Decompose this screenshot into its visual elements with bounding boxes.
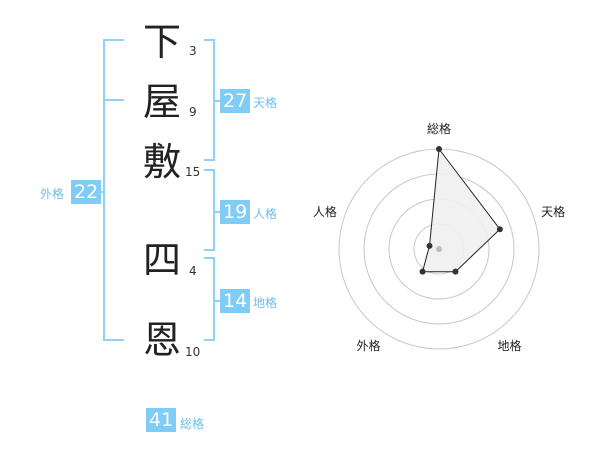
chikaku-bracket [204, 257, 215, 341]
gaikaku-value-badge: 22 [71, 180, 102, 204]
name-char-4: 四 [142, 238, 181, 282]
stroke-count-3: 15 [185, 165, 201, 179]
stroke-count-1: 3 [189, 44, 197, 58]
radar-point-4 [419, 268, 426, 275]
radar-axis-label-4: 外格 [356, 338, 380, 353]
stroke-count-5: 10 [185, 345, 201, 359]
radar-point-3 [452, 268, 459, 275]
name-char-3: 敷 [142, 140, 181, 184]
radar-polygon [421, 147, 501, 273]
radar-axis-label-3: 地格 [498, 338, 522, 353]
stroke-count-2: 9 [189, 105, 197, 119]
chikaku-value-badge: 14 [220, 289, 251, 313]
tenkaku-label: 天格 [253, 96, 278, 110]
radar-axis-label-2: 天格 [541, 204, 565, 219]
jinkaku-bracket [204, 169, 215, 251]
tenkaku-value-badge: 27 [220, 89, 251, 113]
radar-point-5 [426, 242, 433, 249]
jinkaku-value-badge: 19 [220, 200, 251, 224]
chikaku-label: 地格 [253, 296, 278, 310]
name-char-1: 下 [142, 20, 181, 64]
radar-center-dot [436, 246, 442, 252]
gaikaku-label: 外格 [40, 187, 65, 201]
soukaku-label: 総格 [180, 417, 205, 431]
radar-point-2 [496, 226, 503, 233]
stroke-count-4: 4 [189, 264, 197, 278]
jinkaku-label: 人格 [253, 207, 278, 221]
radar-axis-label-1: 総格 [427, 121, 451, 136]
name-char-5: 恩 [142, 318, 181, 362]
soukaku-value-badge: 41 [146, 408, 177, 432]
name-char-2: 屋 [142, 80, 181, 124]
gaikaku-bracket [103, 39, 124, 341]
radar-axis-label-5: 人格 [313, 204, 337, 219]
radar-point-1 [436, 146, 442, 152]
